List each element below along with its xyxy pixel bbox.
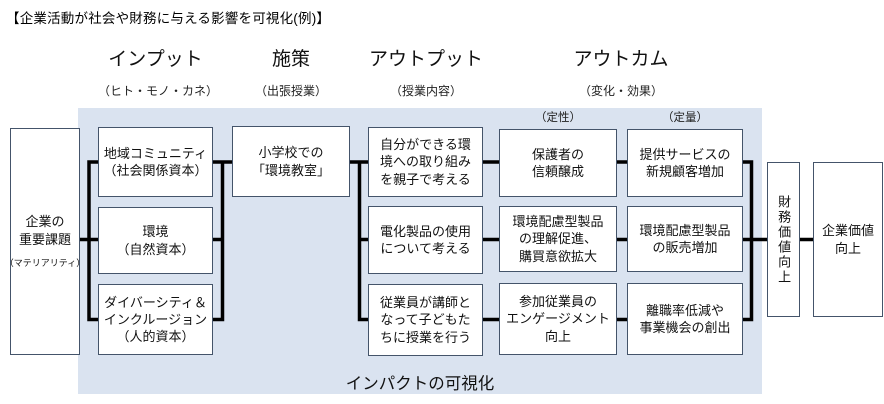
materiality-title: 企業の 重要課題 bbox=[18, 214, 71, 247]
box-output-3: 従業員が講師と なって子どもた ちに授業を行う bbox=[368, 284, 483, 356]
corporate-value-text: 企業価値 向上 bbox=[821, 223, 874, 256]
input-diversity-text: ダイバーシティ＆ インクルージョン （人的資本） bbox=[103, 294, 208, 345]
column-header-measure: 施策 bbox=[271, 49, 310, 70]
box-measure-school-class: 小学校での 「環境教室」 bbox=[232, 126, 350, 197]
input-community-text: 地域コミュニティ （社会関係資本） bbox=[103, 145, 208, 178]
impact-visualization-label: インパクトの可視化 bbox=[345, 375, 495, 393]
column-header-outcome: アウトカム bbox=[573, 49, 669, 70]
column-subheader-output: （授業内容） bbox=[389, 84, 462, 98]
output-1-text: 自分ができる環 境への取り組み を親子で考える bbox=[379, 137, 471, 187]
column-subheader-input: （ヒト・モノ・カネ） bbox=[98, 84, 219, 98]
outcome-qual-2-text: 環境配慮型製品 の理解促進、 購買意欲拡大 bbox=[512, 214, 604, 264]
outcome-qual-1-text: 保護者の 信頼醸成 bbox=[531, 146, 584, 179]
box-output-2: 電化製品の使用 について考える bbox=[368, 206, 483, 274]
column-subheader-measure: （出張授業） bbox=[254, 84, 327, 98]
measure-text: 小学校での 「環境教室」 bbox=[251, 145, 330, 178]
box-outcome-qual-2: 環境配慮型製品 の理解促進、 購買意欲拡大 bbox=[499, 206, 617, 272]
box-outcome-quant-3: 離職率低減や 事業機会の創出 bbox=[627, 283, 743, 355]
outcome-quant-2-text: 環境配慮型製品 の販売増加 bbox=[639, 222, 731, 255]
box-outcome-qual-3: 参加従業員の エンゲージメント 向上 bbox=[499, 283, 617, 355]
materiality-sub: （マテリアリティ） bbox=[4, 257, 86, 268]
subheader-quantitative: （定量） bbox=[662, 112, 708, 124]
input-environment-text: 環境 （自然資本） bbox=[116, 224, 195, 257]
column-subheader-outcome: （変化・効果） bbox=[578, 84, 663, 98]
output-3-text: 従業員が講師と なって子どもた ちに授業を行う bbox=[379, 295, 471, 345]
column-header-output: アウトプット bbox=[368, 49, 483, 70]
output-2-text: 電化製品の使用 について考える bbox=[379, 223, 471, 256]
outcome-quant-1-text: 提供サービスの 新規顧客増加 bbox=[639, 146, 731, 179]
financial-value-text: 財務価値向上 bbox=[776, 194, 792, 285]
box-output-1: 自分ができる環 境への取り組み を親子で考える bbox=[368, 127, 483, 197]
box-outcome-quant-2: 環境配慮型製品 の販売増加 bbox=[627, 206, 743, 272]
box-outcome-qual-1: 保護者の 信頼醸成 bbox=[499, 129, 617, 197]
diagram-title: 【企業活動が社会や財務に与える影響を可視化(例)】 bbox=[6, 11, 331, 26]
box-corporate-value: 企業価値 向上 bbox=[813, 162, 883, 317]
box-input-community: 地域コミュニティ （社会関係資本） bbox=[98, 127, 213, 197]
column-header-input: インプット bbox=[108, 49, 203, 70]
box-input-environment: 環境 （自然資本） bbox=[98, 207, 213, 274]
box-materiality: 企業の 重要課題 （マテリアリティ） bbox=[5, 128, 85, 355]
outcome-qual-3-text: 参加従業員の エンゲージメント 向上 bbox=[506, 294, 610, 344]
box-outcome-quant-1: 提供サービスの 新規顧客増加 bbox=[627, 129, 743, 197]
outcome-quant-3-text: 離職率低減や 事業機会の創出 bbox=[639, 302, 731, 335]
box-financial-value: 財務価値向上 bbox=[767, 162, 800, 317]
subheader-qualitative: （定性） bbox=[535, 112, 581, 124]
box-input-diversity: ダイバーシティ＆ インクルージョン （人的資本） bbox=[98, 284, 213, 355]
